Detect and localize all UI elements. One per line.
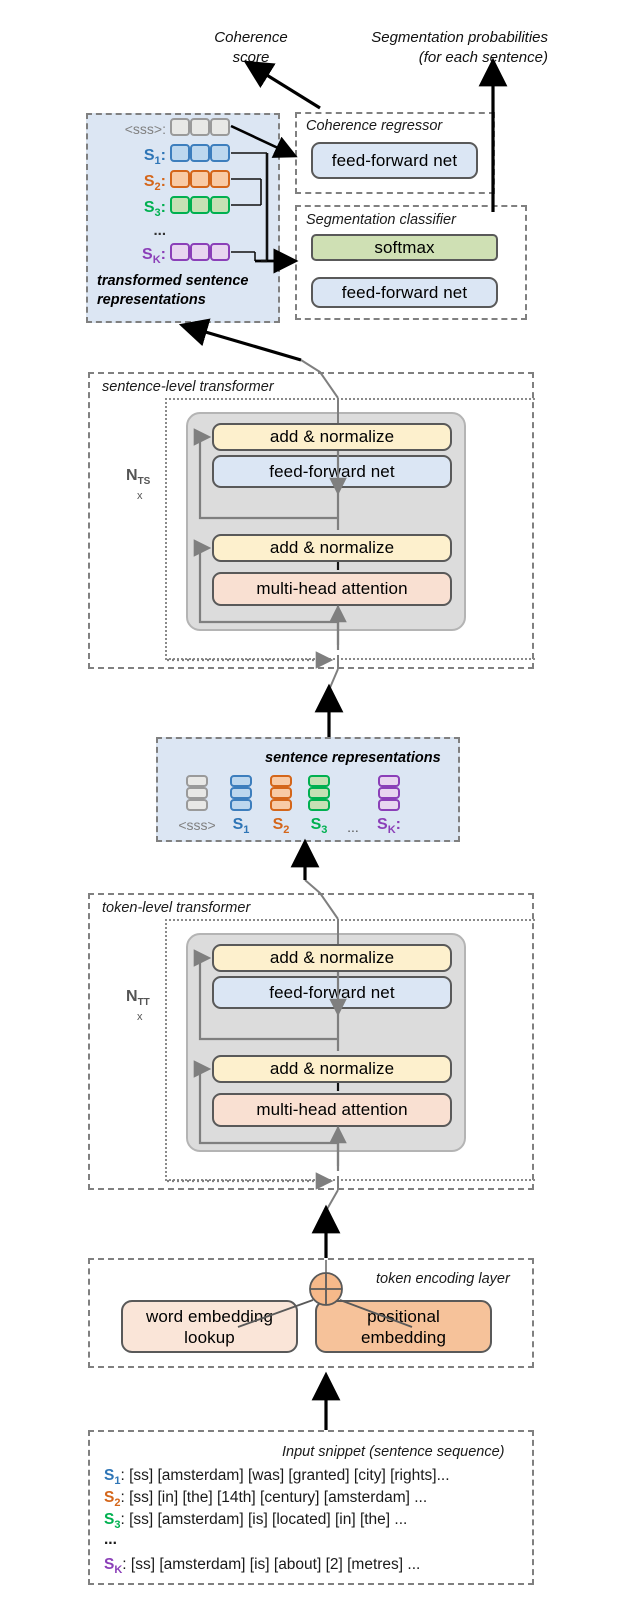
transformed-row-label-ellipsis: ... [153, 222, 166, 239]
token-multi-head-attention[interactable]: multi-head attention [212, 1093, 452, 1127]
transformed-cell-sss-2 [210, 118, 230, 136]
transformed-row-label-sk: SK: [142, 246, 166, 267]
snippet-text-2: : [ss] [in] [the] [14th] [century] [amst… [120, 1489, 428, 1506]
sentrep-cell-s2-2 [270, 799, 292, 811]
positional-embedding-line2: embedding [360, 1327, 447, 1347]
token-add-normalize-bottom[interactable]: add & normalize [212, 1055, 452, 1083]
sentrep-cell-sk-1 [378, 787, 400, 799]
sentrep-cell-sss-1 [186, 787, 208, 799]
sentence-transformer-stack-outline [165, 398, 535, 660]
sentrep-cell-s3-0 [308, 775, 330, 787]
sentence-feed-forward-net[interactable]: feed-forward net [212, 455, 452, 488]
nts-letter: N [126, 467, 138, 484]
sentrep-cell-s1-2 [230, 799, 252, 811]
word-embedding-line1: word embedding [145, 1306, 274, 1326]
sentrep-cell-s2-1 [270, 787, 292, 799]
segmentation-prob-line1: Segmentation probabilities [371, 29, 548, 46]
sentrep-label-ellipsis: ... [347, 819, 359, 835]
sentence-representations-caption: sentence representations [265, 750, 441, 766]
token-level-transformer-title: token-level transformer [102, 900, 251, 916]
sentrep-label-s2: S2 [272, 816, 290, 837]
sentrep-cell-sss-0 [186, 775, 208, 787]
transformed-row-label-sss: <sss>: [124, 121, 166, 137]
transformed-cell-s2-0 [170, 170, 190, 188]
transformed-cell-s3-2 [210, 196, 230, 214]
segmentation-softmax[interactable]: softmax [311, 234, 498, 261]
sentrep-cell-s3-1 [308, 787, 330, 799]
sentence-add-normalize-bottom[interactable]: add & normalize [212, 534, 452, 562]
transformed-cell-sk-2 [210, 243, 230, 261]
transformed-row-label-s2: S2: [143, 173, 166, 194]
coherence-feed-forward-net[interactable]: feed-forward net [311, 142, 478, 179]
transformed-row-label-s1: S1: [143, 147, 166, 168]
sentence-transformer-repeat-x: x [137, 490, 143, 502]
token-transformer-repeat-x: x [137, 1011, 143, 1023]
transformed-cell-s1-1 [190, 144, 210, 162]
ntt-sub: TT [137, 997, 150, 1009]
sentrep-label-s3: S3 [310, 816, 328, 837]
sentrep-cell-s2-0 [270, 775, 292, 787]
input-snippet-title: Input snippet (sentence sequence) [282, 1444, 505, 1460]
transformed-cell-sk-0 [170, 243, 190, 261]
token-feed-forward-net[interactable]: feed-forward net [212, 976, 452, 1009]
token-transformer-stack-outline [165, 919, 535, 1181]
positional-embedding-block[interactable]: positional embedding [315, 1300, 492, 1353]
transformed-cell-s3-1 [190, 196, 210, 214]
coherence-score-line1: Coherence [214, 29, 288, 46]
sentrep-label-sss: <sss> [178, 817, 216, 833]
transformed-caption-line1: transformed sentence [97, 273, 249, 289]
input-snippet-line-ellipsis: ... [104, 1531, 117, 1548]
coherence-score-caption: Coherence score [196, 28, 306, 68]
segmentation-prob-line2: (for each sentence) [418, 49, 548, 66]
snippet-text-k: : [ss] [amsterdam] [is] [about] [2] [met… [122, 1556, 421, 1573]
sentrep-cell-sk-2 [378, 799, 400, 811]
sentence-transformer-repeat-count: NTS [126, 467, 150, 487]
ntt-letter: N [126, 988, 138, 1005]
nts-sub: TS [137, 476, 151, 488]
snippet-text-3: : [ss] [amsterdam] [is] [located] [in] [… [120, 1511, 408, 1528]
snippet-text-1: : [ss] [amsterdam] [was] [granted] [city… [120, 1467, 450, 1484]
input-snippet-line-1: S1: [ss] [amsterdam] [was] [granted] [ci… [104, 1467, 450, 1488]
token-add-normalize-top[interactable]: add & normalize [212, 944, 452, 972]
sentrep-label-s1: S1 [232, 816, 250, 837]
input-snippet-line-2: S2: [ss] [in] [the] [14th] [century] [am… [104, 1489, 428, 1510]
sentence-add-normalize-top[interactable]: add & normalize [212, 423, 452, 451]
transformed-cell-s1-0 [170, 144, 190, 162]
token-transformer-repeat-count: NTT [126, 988, 150, 1008]
sentence-multi-head-attention[interactable]: multi-head attention [212, 572, 452, 606]
transformed-row-label-s3: S3: [143, 199, 166, 220]
sentrep-cell-s3-2 [308, 799, 330, 811]
word-embedding-line2: lookup [184, 1327, 235, 1347]
coherence-regressor-title: Coherence regressor [306, 118, 443, 134]
transformed-cell-sss-0 [170, 118, 190, 136]
transformed-cell-s1-2 [210, 144, 230, 162]
sentrep-cell-s1-1 [230, 787, 252, 799]
sentrep-cell-s1-0 [230, 775, 252, 787]
sentrep-cell-sk-0 [378, 775, 400, 787]
transformed-cell-s3-0 [170, 196, 190, 214]
input-snippet-container [88, 1430, 534, 1585]
coherence-score-line2: score [232, 49, 270, 66]
sentence-level-transformer-title: sentence-level transformer [102, 379, 274, 395]
token-encoding-layer-container [88, 1258, 534, 1368]
positional-embedding-line1: positional [367, 1306, 440, 1326]
segmentation-feed-forward-net[interactable]: feed-forward net [311, 277, 498, 308]
transformed-cell-sk-1 [190, 243, 210, 261]
sentrep-label-sk: SK: [377, 816, 401, 837]
transformed-cell-s2-1 [190, 170, 210, 188]
word-embedding-lookup-block[interactable]: word embedding lookup [121, 1300, 298, 1353]
transformed-caption-line2: representations [97, 292, 206, 308]
token-encoding-layer-title: token encoding layer [376, 1271, 510, 1287]
input-snippet-line-3: S3: [ss] [amsterdam] [is] [located] [in]… [104, 1511, 408, 1532]
segmentation-probabilities-caption: Segmentation probabilities (for each sen… [348, 28, 548, 68]
transformed-cell-s2-2 [210, 170, 230, 188]
input-snippet-line-k: SK: [ss] [amsterdam] [is] [about] [2] [m… [104, 1556, 421, 1577]
transformed-panel-caption: transformed sentence representations [97, 272, 277, 310]
sentrep-cell-sss-2 [186, 799, 208, 811]
transformed-cell-sss-1 [190, 118, 210, 136]
segmentation-classifier-title: Segmentation classifier [306, 212, 456, 228]
